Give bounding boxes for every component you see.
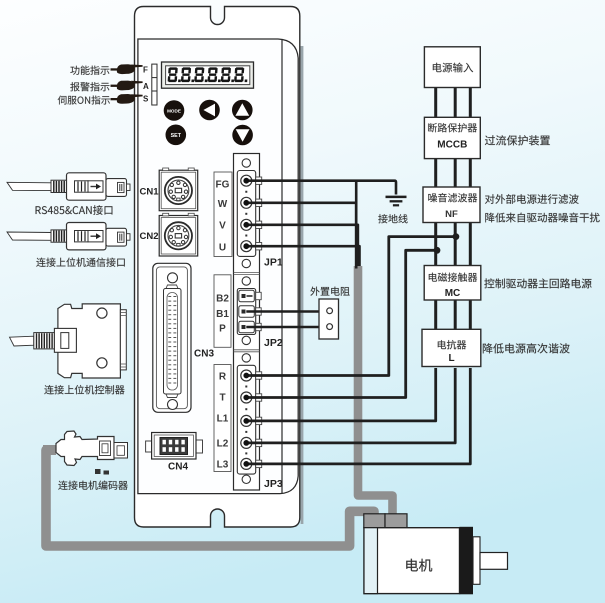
svg-text:L3: L3 — [217, 460, 229, 471]
svg-text:B2: B2 — [216, 294, 229, 305]
svg-text:SET: SET — [171, 133, 182, 139]
svg-text:W: W — [218, 199, 228, 210]
svg-text:T: T — [219, 393, 225, 404]
svg-text:MC: MC — [445, 288, 461, 299]
svg-text:L2: L2 — [217, 439, 229, 450]
svg-text:F: F — [143, 66, 148, 75]
svg-text:JP1: JP1 — [264, 257, 283, 269]
svg-text:JP2: JP2 — [264, 337, 283, 349]
svg-text:CN2: CN2 — [140, 231, 159, 242]
svg-text:A: A — [143, 82, 149, 91]
svg-text:JP3: JP3 — [264, 478, 283, 490]
svg-text:MODE: MODE — [167, 108, 181, 113]
svg-text:CN4: CN4 — [168, 462, 188, 473]
svg-text:MCCB: MCCB — [437, 140, 467, 151]
svg-text:U: U — [219, 243, 226, 254]
svg-text:S: S — [143, 94, 149, 103]
svg-text:L: L — [448, 353, 454, 364]
svg-text:B1: B1 — [216, 309, 229, 320]
svg-text:V: V — [219, 221, 226, 232]
svg-text:CN1: CN1 — [140, 187, 160, 198]
svg-text:FG: FG — [216, 180, 230, 191]
svg-text:NF: NF — [445, 209, 458, 220]
svg-text:L1: L1 — [217, 414, 229, 425]
svg-text:R: R — [219, 372, 227, 383]
svg-text:CN3: CN3 — [194, 349, 214, 360]
svg-text:P: P — [219, 324, 226, 335]
